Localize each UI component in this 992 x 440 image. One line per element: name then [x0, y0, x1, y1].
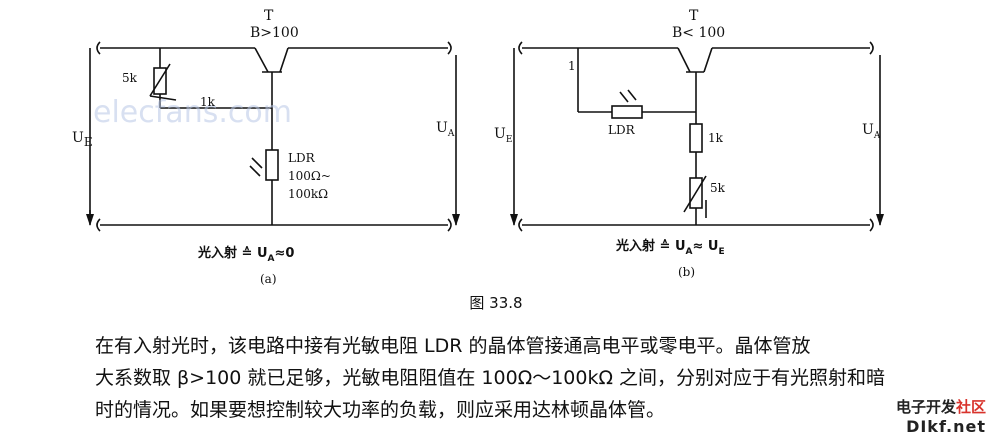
a-transistor-label: T — [264, 8, 274, 24]
a-input-voltage: UE — [72, 130, 93, 149]
b-pot-label: 5k — [710, 181, 726, 195]
b-resistor-label: 1k — [708, 131, 724, 145]
a-output-voltage: UA — [436, 120, 455, 139]
figure-caption: 图 33.8 — [469, 294, 523, 312]
watermark-text: elecfans.com — [93, 95, 292, 130]
a-ldr-label: LDR — [288, 151, 316, 165]
a-pot-label: 5k — [122, 71, 138, 85]
b-beta-label: B< 100 — [672, 25, 725, 41]
paragraph-line-1: 在有入射光时，该电路中接有光敏电阻 LDR 的晶体管接通高电平或零电平。晶体管放 — [95, 335, 811, 357]
b-transistor-label: T — [689, 8, 699, 24]
b-tag: (b) — [678, 265, 695, 279]
site-logo: 电子开发社区 DIkf.net — [866, 396, 986, 436]
paragraph-line-2: 大系数取 β>100 就已足够，光敏电阻阻值在 100Ω～100kΩ 之间，分别… — [95, 367, 886, 389]
a-tag: (a) — [260, 272, 277, 286]
b-ldr-label: LDR — [608, 123, 636, 137]
b-small-mark: 1 — [568, 59, 576, 73]
b-output-voltage: UA — [862, 122, 881, 141]
circuit-b-wires — [513, 41, 881, 232]
logo-line-2: DIkf.net — [906, 417, 986, 436]
b-result-text: 光入射 ≙ UA≈ UE — [615, 238, 725, 257]
a-resistor-label: 1k — [200, 95, 216, 109]
description-paragraph: 在有入射光时，该电路中接有光敏电阻 LDR 的晶体管接通高电平或零电平。晶体管放… — [95, 330, 955, 426]
a-beta-label: B>100 — [250, 25, 299, 41]
a-result-text: 光入射 ≙ UA≈0 — [197, 245, 294, 264]
a-ldr-range-1: 100Ω~ — [288, 169, 331, 183]
circuit-a-wires — [89, 41, 457, 232]
logo-line-1: 电子开发社区 — [895, 398, 986, 416]
b-input-voltage: UE — [494, 126, 512, 145]
circuit-figure: elecfans.com T B>100 5k 1k LDR 100Ω~ 100… — [72, 8, 884, 286]
paragraph-line-3: 时的情况。如果要想控制较大功率的负载，则应采用达林顿晶体管。 — [95, 399, 666, 421]
a-ldr-range-2: 100kΩ — [288, 187, 328, 201]
